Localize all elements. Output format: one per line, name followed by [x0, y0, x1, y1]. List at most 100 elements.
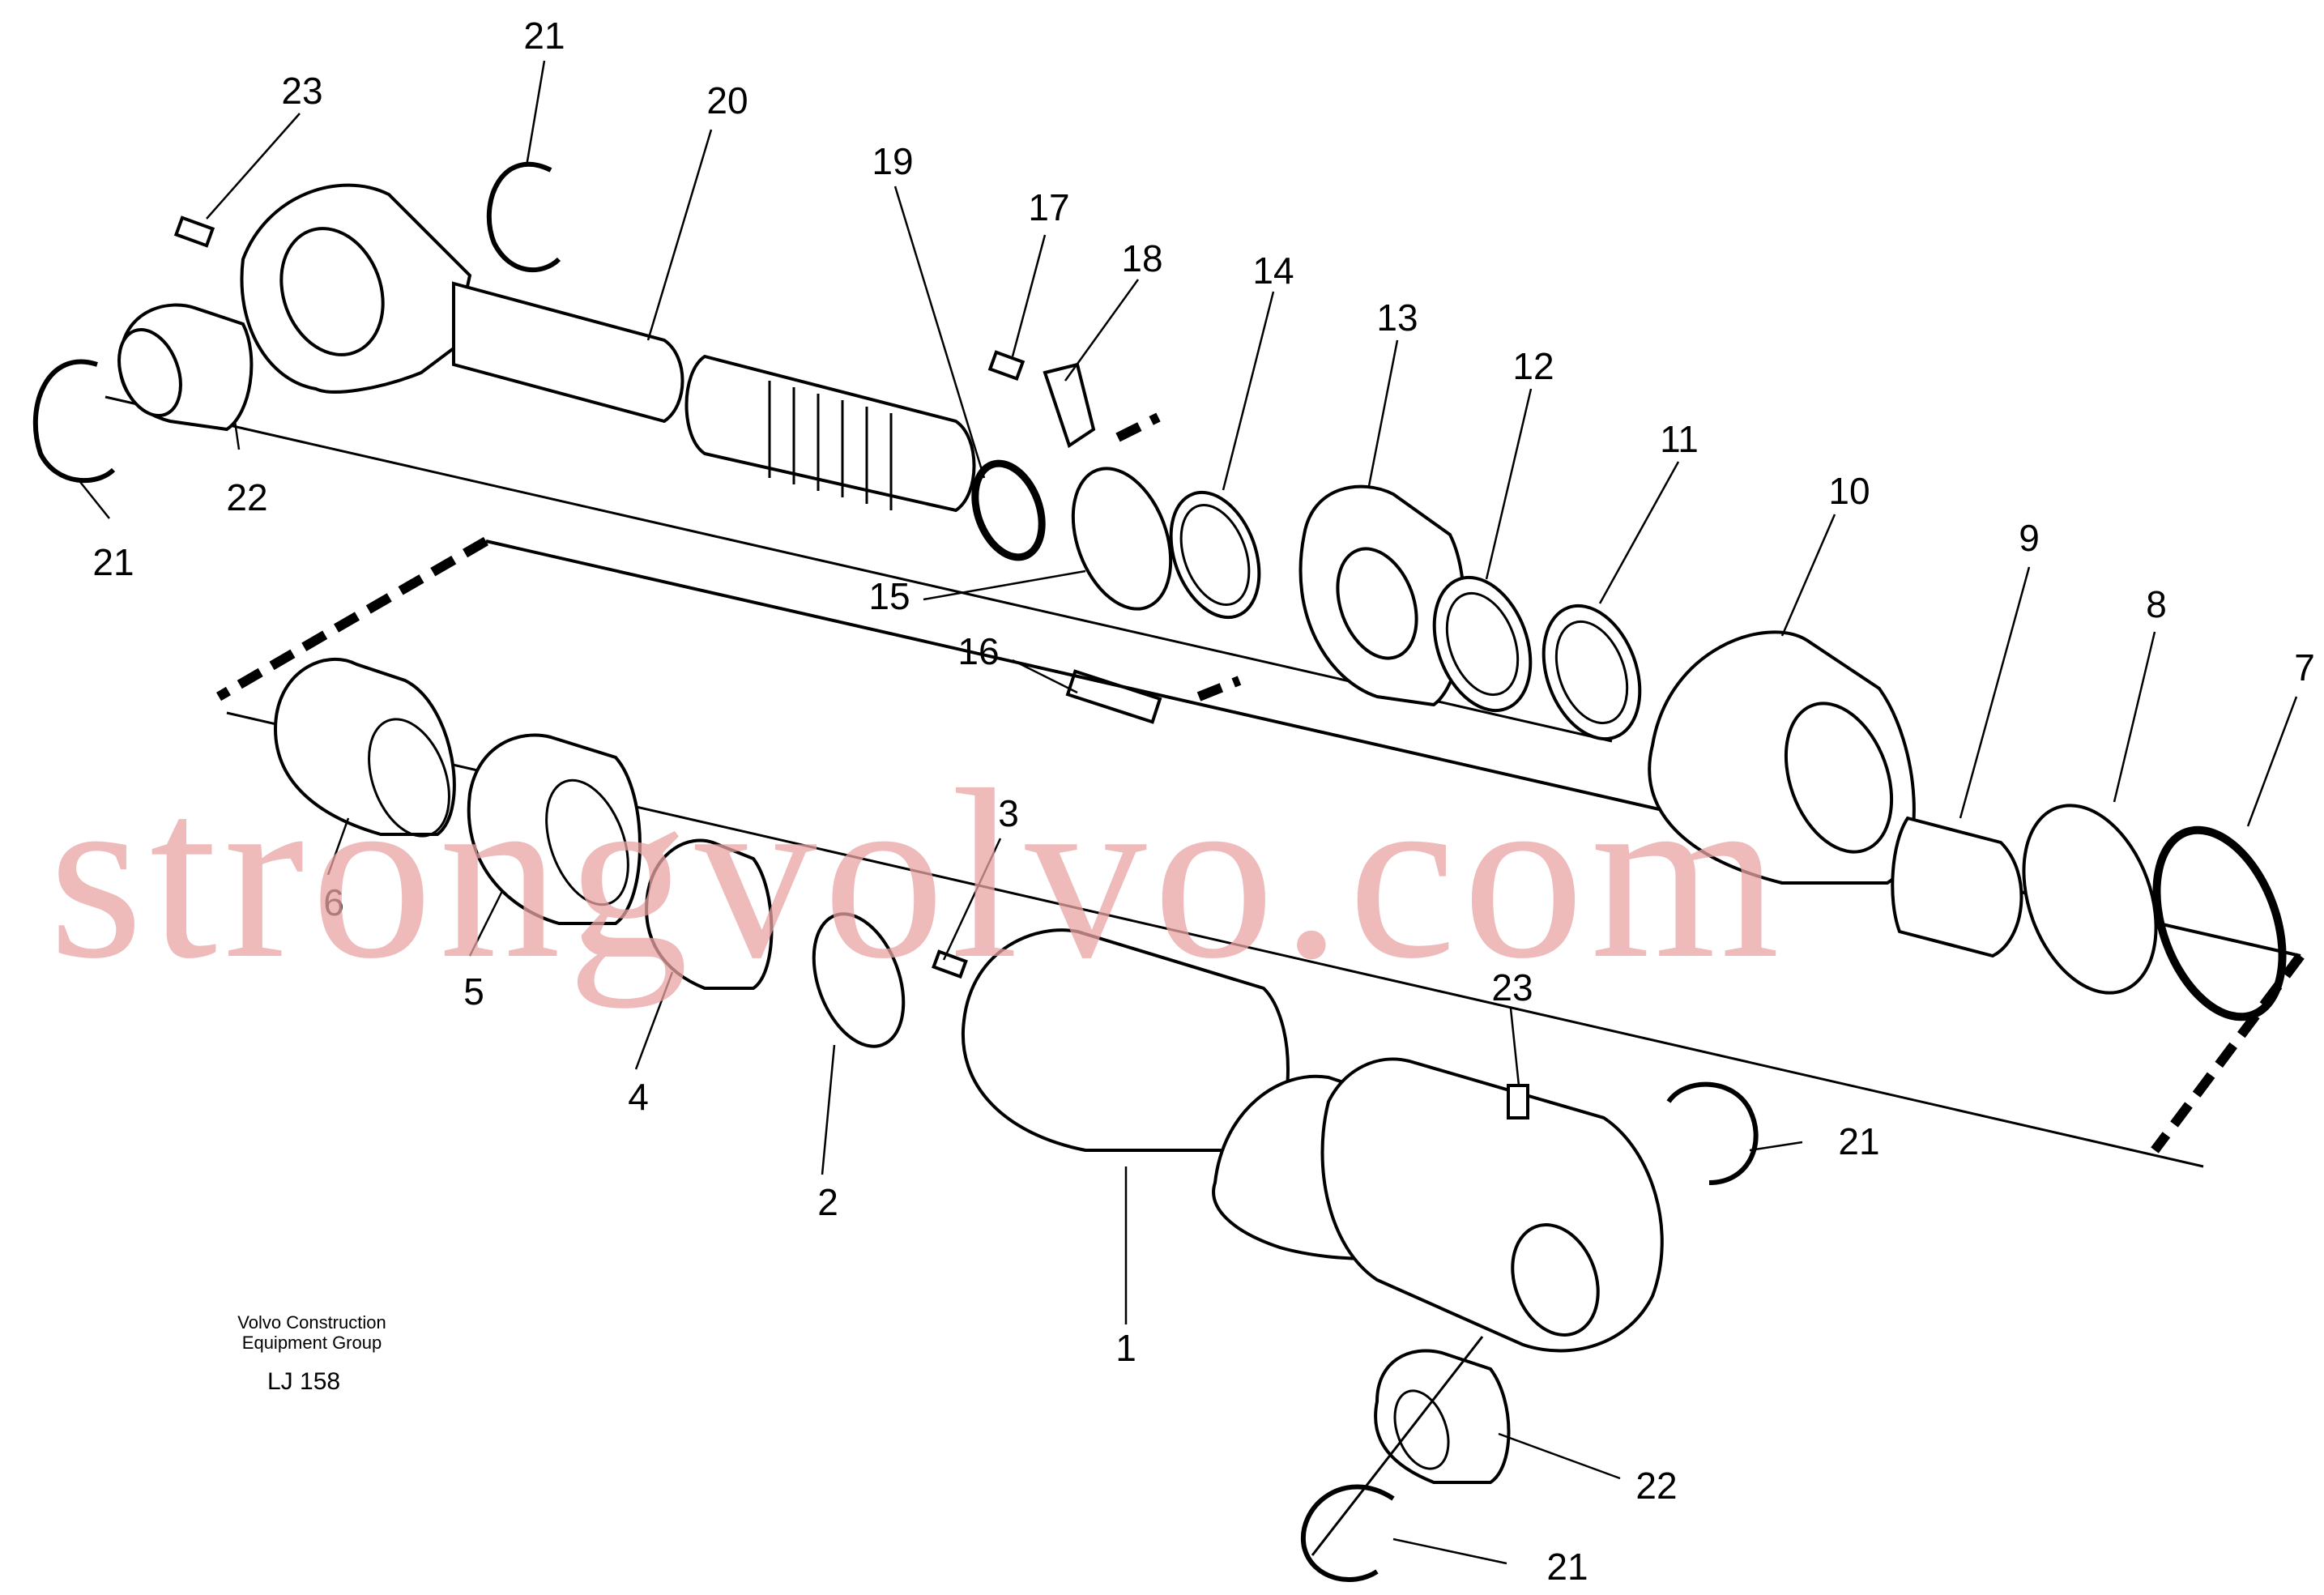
wiper-12: [1432, 575, 1533, 713]
snap-ring-21-right: [1666, 1081, 1759, 1185]
locking-plate-18: [1043, 362, 1096, 449]
diagram-caption: Volvo Construction Equipment Group LJ 15…: [237, 1312, 386, 1395]
snap-ring-21-top: [486, 162, 561, 272]
bushing-22-bottom-bore: [1393, 1389, 1450, 1470]
callout-3: 3: [998, 792, 1019, 834]
leader-11: [1598, 461, 1680, 604]
sleeve-6: [273, 657, 456, 836]
bottom-eye-bore: [1511, 1223, 1600, 1337]
leader-7: [2246, 696, 2298, 827]
leader-5: [468, 890, 504, 957]
seal-11-inner: [1554, 620, 1629, 725]
leader-23-bottom: [1509, 1008, 1520, 1086]
nut-4: [645, 838, 774, 990]
callout-21-left: 21: [92, 541, 134, 583]
callout-9: 9: [2019, 517, 2040, 559]
guide-ring-9: [1891, 816, 2023, 958]
callout-16: 16: [957, 630, 999, 672]
leader-21-right: [1749, 1141, 1803, 1152]
snap-ring-21-bottom: [1300, 1484, 1395, 1582]
leader-14: [1222, 291, 1275, 491]
callout-18: 18: [1121, 237, 1162, 279]
cylinder-bottom-eye: [1320, 1057, 1664, 1353]
leader-22-bottom: [1498, 1432, 1621, 1480]
cylinder-tube-1: [961, 928, 1290, 1152]
callout-8: 8: [2146, 583, 2167, 625]
screw-16: [1065, 669, 1162, 724]
screw-17: [987, 350, 1026, 382]
leader-8: [2113, 631, 2156, 803]
leader-13: [1367, 339, 1399, 487]
callout-15: 15: [868, 575, 910, 617]
grease-nipple-23-bottom: [1507, 1084, 1529, 1119]
callout-1: 1: [1115, 1327, 1136, 1369]
upper-rod-assembly: [32, 162, 1642, 743]
set-screw-3: [932, 949, 968, 979]
seal-14-inner: [1179, 503, 1251, 607]
bushing-22-left-bore: [117, 327, 182, 418]
callout-21-right: 21: [1838, 1120, 1879, 1162]
callout-14: 14: [1252, 249, 1294, 292]
guard-plate-15: [1071, 467, 1173, 611]
caption-company-line1: Volvo Construction: [237, 1312, 386, 1333]
sleeve-6-bore: [368, 718, 450, 838]
caption-drawing-code: LJ 158: [267, 1368, 340, 1395]
leader-21-bottom: [1392, 1537, 1507, 1565]
leader-21-top: [525, 60, 546, 167]
cylinder-head-13-bore: [1336, 547, 1418, 660]
piston-10-bore: [1784, 702, 1894, 854]
wiper-12-inner: [1445, 591, 1520, 697]
leader-lines: [76, 60, 2298, 1565]
callout-2: 2: [817, 1181, 838, 1223]
leader-23-top: [206, 113, 301, 220]
piston-5: [467, 733, 642, 925]
leader-22-top: [233, 420, 241, 450]
callout-13: 13: [1376, 296, 1418, 339]
ring-8: [2022, 804, 2158, 995]
bottom-axis-line: [1311, 1336, 1484, 1556]
leader-4: [634, 971, 674, 1070]
callout-20: 20: [706, 79, 748, 122]
leader-17: [1011, 234, 1047, 357]
upper-break-outline: [1115, 412, 1242, 702]
callout-22-top: 22: [226, 476, 267, 518]
rod-eye-bore: [279, 227, 385, 356]
seal-11: [1542, 603, 1642, 741]
callout-4: 4: [628, 1076, 649, 1118]
leader-6: [326, 817, 350, 876]
callout-11: 11: [1660, 418, 1699, 460]
leader-18: [1064, 279, 1140, 382]
ring-7: [2152, 825, 2287, 1021]
leader-15: [923, 569, 1086, 601]
callout-10: 10: [1828, 470, 1870, 512]
lower-cylinder-assembly: [215, 536, 2305, 1582]
caption-company-line2: Equipment Group: [242, 1333, 382, 1353]
grease-nipple-23-top: [173, 215, 215, 248]
callout-21-bottom: 21: [1546, 1546, 1588, 1588]
callout-6: 6: [323, 881, 344, 923]
lower-break-left: [215, 536, 489, 702]
leader-21-left: [76, 477, 110, 519]
leader-9: [1959, 566, 2031, 819]
piston-5-bore: [545, 778, 629, 906]
ring-19: [971, 459, 1046, 561]
callout-22-bottom: 22: [1635, 1465, 1677, 1507]
leader-10: [1780, 514, 1836, 637]
leader-19: [893, 186, 986, 479]
snap-ring-21-left: [32, 359, 116, 484]
callout-12: 12: [1512, 345, 1554, 387]
seal-14: [1169, 490, 1261, 620]
callout-21-top: 21: [523, 15, 565, 57]
leader-2: [821, 1044, 836, 1175]
watermark-text: strongvolvo.com: [49, 740, 1786, 1009]
callout-17: 17: [1028, 186, 1069, 228]
callout-19: 19: [872, 140, 913, 182]
leader-16: [1012, 659, 1078, 694]
piston-rod: [452, 281, 684, 424]
leader-3: [942, 838, 1002, 961]
piston-rod-rear: [684, 354, 976, 513]
callout-23-top: 23: [281, 70, 322, 112]
part-2: [812, 912, 906, 1048]
leader-12: [1485, 388, 1533, 580]
